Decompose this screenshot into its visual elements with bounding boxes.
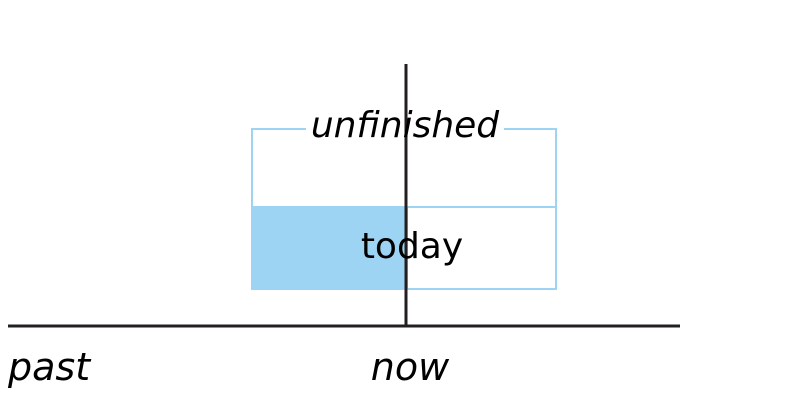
unfinished-label: unfinished xyxy=(311,105,500,146)
today-label: today xyxy=(361,226,463,267)
past-label: past xyxy=(7,345,92,389)
today-elapsed-fill xyxy=(252,207,408,289)
now-label: now xyxy=(371,345,450,389)
